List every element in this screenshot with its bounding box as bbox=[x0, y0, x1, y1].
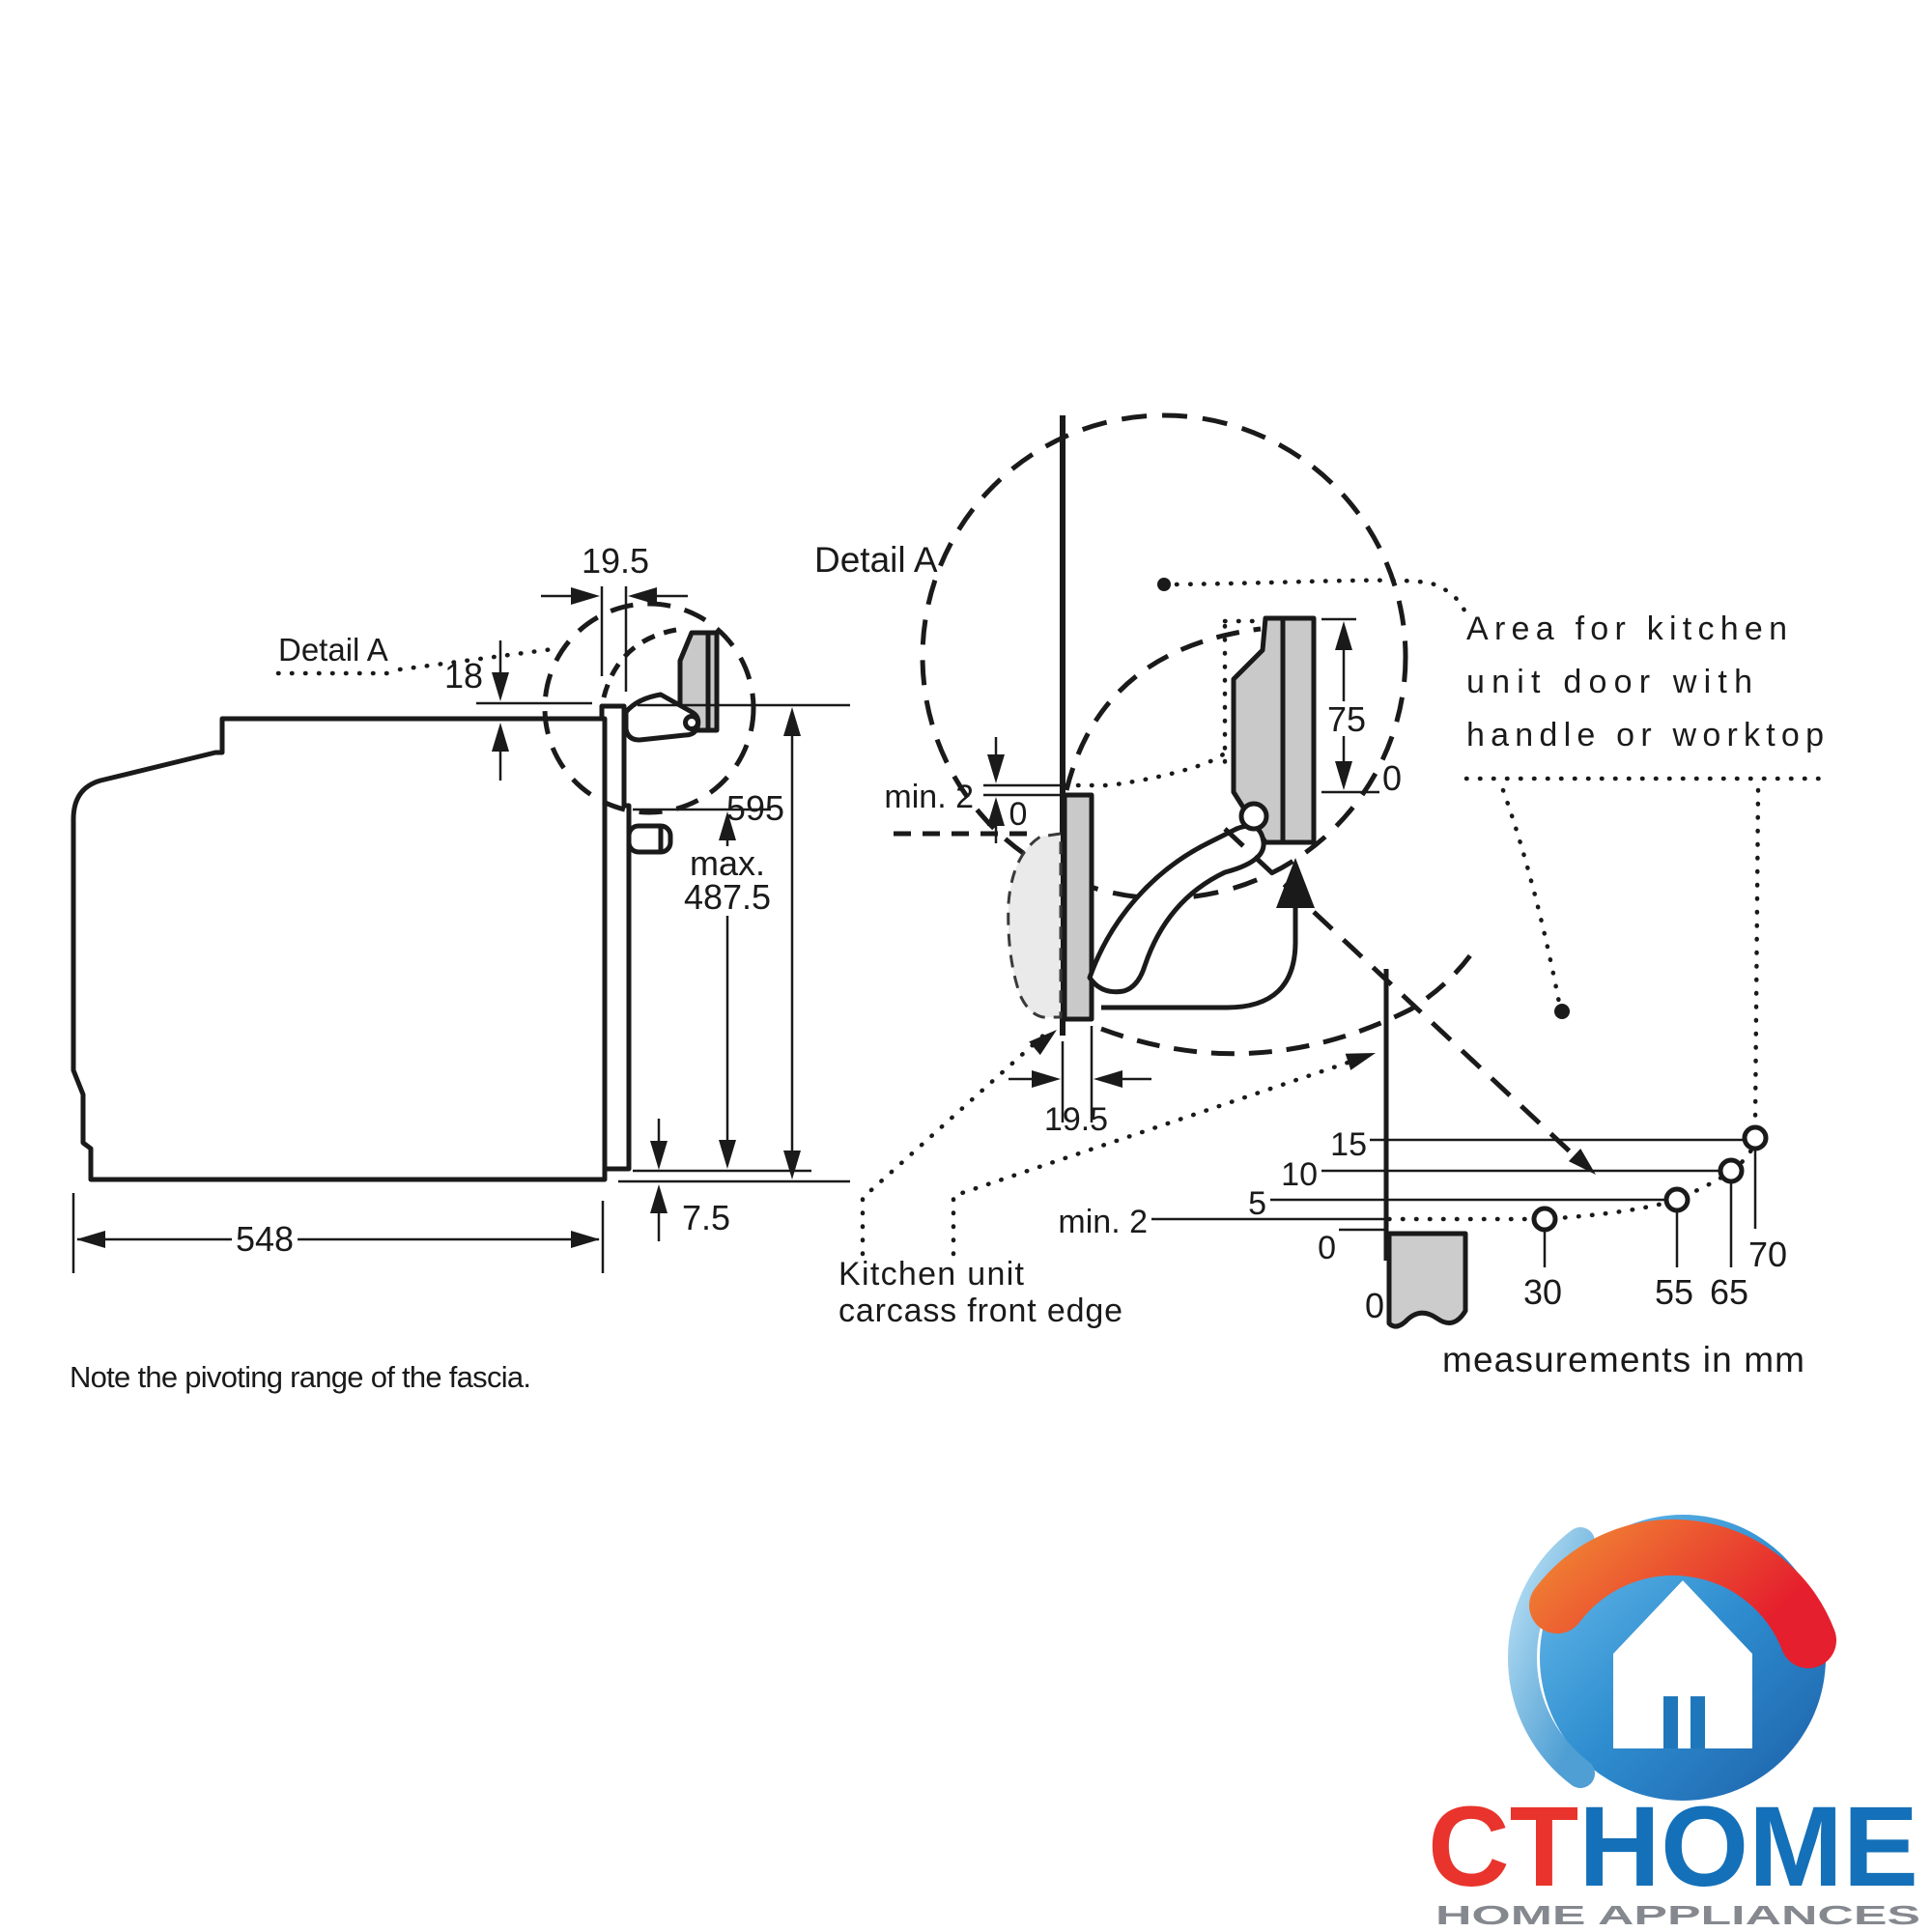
cthome-logo: CTHOME HOME APPLIANCES bbox=[1428, 1515, 1920, 1930]
oven-front-fascia bbox=[599, 703, 632, 1172]
logo-house-slot-1 bbox=[1663, 1696, 1678, 1748]
control-knob bbox=[626, 823, 673, 855]
dim-max-487-5: max. 487.5 bbox=[633, 808, 781, 1169]
area-note: Area for kitchen unit door with handle o… bbox=[1463, 611, 1827, 1125]
dim-19-5-detail: 19.5 bbox=[1009, 1026, 1151, 1138]
closed-fascia-panel bbox=[1062, 792, 1094, 1022]
fascia-ghost-region bbox=[1007, 832, 1063, 1019]
oven-body-outline bbox=[71, 716, 608, 1182]
detail-a-title: Detail A bbox=[814, 540, 938, 580]
hinge-arm bbox=[1087, 823, 1266, 995]
logo-roof-swoosh bbox=[1529, 1519, 1836, 1668]
dim-75-label: 75 bbox=[1327, 699, 1366, 739]
hinge-pivot bbox=[1238, 801, 1269, 832]
left-elevation-diagram: 19.5 18 Detail A 595 bbox=[70, 541, 850, 1394]
chart-caption: measurements in mm bbox=[1442, 1340, 1804, 1379]
trajectory-dashed-line bbox=[1223, 827, 1603, 1181]
carcass-section-box bbox=[1386, 1231, 1468, 1329]
dim-548: 548 bbox=[71, 1193, 605, 1273]
area-leader bbox=[1157, 578, 1470, 621]
cthome-logo-icon bbox=[1508, 1515, 1836, 1801]
fascia-swing-arc-small bbox=[601, 627, 677, 698]
chart-y-labels: 15 10 5 min. 2 0 bbox=[1058, 1126, 1367, 1266]
y-tick-15: 15 bbox=[1330, 1126, 1367, 1163]
dim-min2-label: min. 2 bbox=[884, 779, 974, 815]
dim-19-5-left-label: 19.5 bbox=[582, 541, 649, 581]
dim-75: 75 0 bbox=[1321, 617, 1402, 798]
chart-dotted-curve bbox=[1386, 1135, 1758, 1222]
detail-a-leader bbox=[397, 646, 555, 672]
dim-max-label-1: max. bbox=[690, 843, 765, 883]
dim-max-label-2: 487.5 bbox=[684, 877, 771, 917]
chart-x-labels: 30 55 65 70 bbox=[1523, 1235, 1787, 1312]
carcass-leader-1 bbox=[860, 1033, 1046, 1257]
swing-arc-bottom bbox=[1100, 950, 1476, 1057]
carcass-note: Kitchen unit carcass front edge bbox=[838, 1023, 1378, 1329]
logo-tagline: HOME APPLIANCES bbox=[1435, 1900, 1920, 1930]
area-note-line2: unit door with bbox=[1466, 664, 1752, 700]
swing-arc-top bbox=[1064, 626, 1262, 791]
opened-door-panel bbox=[1222, 615, 1317, 845]
logo-house-slot-2 bbox=[1690, 1696, 1705, 1748]
fascia-plane-dotted-line bbox=[1752, 787, 1761, 1125]
chart-point-stems bbox=[1543, 1149, 1757, 1267]
logo-home: HOME bbox=[1578, 1783, 1918, 1911]
zero-right-label: 0 bbox=[1382, 758, 1402, 798]
label-backing bbox=[676, 846, 781, 916]
dim-595: 595 bbox=[618, 703, 850, 1183]
y-tick-10: 10 bbox=[1281, 1156, 1318, 1193]
chart-gridlines bbox=[1151, 1138, 1755, 1232]
carcass-note-line2: carcass front edge bbox=[838, 1293, 1122, 1329]
chart-points bbox=[1531, 1124, 1769, 1233]
leader-dotted-line bbox=[1174, 578, 1470, 621]
detail-a-left-label: Detail A bbox=[278, 632, 388, 668]
origin-box-label: 0 bbox=[1365, 1286, 1384, 1325]
x-tick-30: 30 bbox=[1523, 1272, 1562, 1312]
area-note-leader-dot bbox=[1554, 1004, 1570, 1019]
dim-7-5: 7.5 bbox=[633, 1119, 811, 1241]
dim-18-label: 18 bbox=[444, 656, 483, 696]
zero-top-label: 0 bbox=[1009, 796, 1028, 833]
x-tick-55: 55 bbox=[1655, 1272, 1693, 1312]
dim-19-5-detail-label: 19.5 bbox=[1044, 1101, 1108, 1138]
area-note-line1: Area for kitchen bbox=[1466, 611, 1787, 647]
y-tick-5: 5 bbox=[1248, 1185, 1266, 1222]
x-tick-65: 65 bbox=[1710, 1272, 1748, 1312]
dim-19-5-left: 19.5 bbox=[541, 541, 688, 692]
logo-house bbox=[1613, 1580, 1752, 1748]
pivot-arrow bbox=[1101, 858, 1315, 1010]
pivot-arrow-head bbox=[1276, 858, 1315, 908]
hinge-pivot-small bbox=[683, 714, 700, 731]
detail-a-reference: Detail A bbox=[275, 632, 555, 676]
pivoting-note: Note the pivoting range of the fascia. bbox=[70, 1360, 531, 1394]
leader-dot bbox=[1157, 578, 1171, 591]
logo-wordmark: CTHOME bbox=[1428, 1783, 1918, 1911]
dim-7-5-label: 7.5 bbox=[682, 1198, 730, 1237]
area-note-line3: handle or worktop bbox=[1466, 717, 1824, 753]
dim-min-2: min. 2 0 bbox=[884, 737, 1226, 843]
dim-18: 18 bbox=[444, 640, 592, 781]
knob-body bbox=[626, 823, 673, 855]
logo-ct: CT bbox=[1428, 1783, 1578, 1911]
dim-595-label: 595 bbox=[726, 788, 784, 828]
x-tick-70: 70 bbox=[1748, 1235, 1787, 1274]
y-tick-min2: min. 2 bbox=[1058, 1204, 1148, 1240]
area-note-leader bbox=[1500, 787, 1562, 1006]
carcass-note-line1: Kitchen unit bbox=[838, 1256, 1025, 1293]
offset-chart: 15 10 5 min. 2 0 30 55 65 70 0 measureme… bbox=[1058, 969, 1804, 1379]
detail-a-callout-circle bbox=[542, 601, 756, 815]
y-tick-0: 0 bbox=[1318, 1230, 1336, 1266]
dim-548-label: 548 bbox=[236, 1219, 294, 1259]
hinge-assembly bbox=[1087, 801, 1269, 995]
